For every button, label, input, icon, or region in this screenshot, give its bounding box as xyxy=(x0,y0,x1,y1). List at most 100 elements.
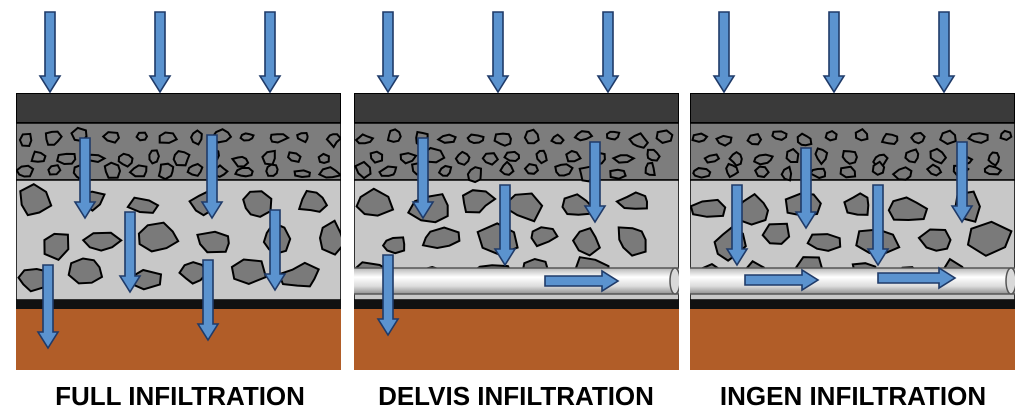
small-stone xyxy=(44,130,63,146)
surface-layer xyxy=(354,93,679,124)
small-stone xyxy=(399,152,418,165)
small-stone xyxy=(157,162,175,181)
small-stone xyxy=(499,160,515,176)
drain-pipe-end xyxy=(1005,267,1015,295)
large-stone xyxy=(501,192,544,223)
small-stone xyxy=(466,133,485,145)
caption-no-infiltration: INGEN INFILTRATION xyxy=(719,381,987,411)
rain-arrow xyxy=(596,11,620,94)
small-stone xyxy=(550,133,565,145)
small-stone xyxy=(983,164,1003,176)
small-stone xyxy=(158,131,179,144)
large-stone xyxy=(461,189,497,214)
small-stone xyxy=(967,132,989,144)
small-stone xyxy=(753,165,770,179)
small-stone xyxy=(117,152,134,168)
small-stone xyxy=(780,165,793,182)
small-stone xyxy=(378,165,398,177)
infiltration-arrow xyxy=(866,184,890,267)
rain-arrow xyxy=(258,11,282,94)
small-stone xyxy=(692,167,712,179)
small-stone xyxy=(239,132,255,142)
small-stone xyxy=(233,167,254,178)
infiltration-arrow xyxy=(583,141,607,224)
small-stone xyxy=(880,132,899,146)
large-stone xyxy=(887,196,929,222)
infiltration-arrow xyxy=(794,147,818,230)
small-stone xyxy=(796,132,813,147)
pipe-flow-arrow xyxy=(877,266,957,290)
rain-arrow xyxy=(486,11,510,94)
small-stone xyxy=(644,161,656,177)
section-2 xyxy=(690,93,1015,370)
soil-layer xyxy=(354,309,679,370)
small-stone xyxy=(565,149,582,163)
large-stone xyxy=(917,228,952,252)
large-stone xyxy=(571,226,602,257)
large-stone xyxy=(19,183,53,217)
large-stone xyxy=(966,220,1013,257)
large-stone xyxy=(690,198,727,218)
drain-pipe xyxy=(354,267,679,295)
large-stone xyxy=(615,191,649,210)
small-stone xyxy=(30,150,47,163)
large-stone xyxy=(355,187,395,217)
small-stone xyxy=(325,133,341,149)
small-stone xyxy=(481,152,500,166)
large-stone xyxy=(81,231,123,252)
soil-layer xyxy=(16,309,341,370)
small-stone xyxy=(135,131,149,142)
infiltration-arrow xyxy=(73,137,97,220)
small-stone xyxy=(891,166,913,181)
base-course xyxy=(354,122,679,181)
large-stone xyxy=(277,261,321,288)
caption-full-infiltration: FULL INFILTRATION xyxy=(55,381,305,411)
infiltration-arrow xyxy=(200,134,224,220)
small-stone xyxy=(554,163,574,177)
small-stone xyxy=(269,133,291,144)
small-stone xyxy=(47,164,62,176)
small-stone xyxy=(785,147,800,163)
small-stone xyxy=(999,129,1013,141)
pipe-flow-arrow xyxy=(544,269,620,293)
large-stone xyxy=(297,189,329,213)
large-stone xyxy=(230,258,268,285)
small-stone xyxy=(317,152,330,165)
small-stone xyxy=(18,132,33,148)
membrane-layer xyxy=(354,300,679,309)
small-stone xyxy=(466,166,483,184)
membrane-layer xyxy=(16,300,341,309)
small-stone xyxy=(437,164,453,177)
small-stone xyxy=(646,148,661,162)
small-stone xyxy=(354,133,375,145)
cross-sections-svg xyxy=(16,11,1015,370)
small-stone xyxy=(186,162,204,177)
small-stone xyxy=(101,131,121,144)
small-stone xyxy=(871,160,886,176)
small-stone xyxy=(503,150,521,163)
large-stone xyxy=(735,192,770,226)
small-stone xyxy=(655,129,674,144)
small-stone xyxy=(605,130,621,141)
infiltration-arrow xyxy=(950,141,974,224)
small-stone xyxy=(904,148,920,164)
small-stone xyxy=(925,163,943,177)
large-stone xyxy=(67,257,104,285)
section-0 xyxy=(16,93,341,370)
small-stone xyxy=(128,164,148,178)
large-stone xyxy=(196,230,230,254)
infiltration-arrow xyxy=(376,254,400,337)
small-stone xyxy=(189,129,203,146)
small-stone xyxy=(824,129,838,142)
infiltration-arrow xyxy=(196,259,220,342)
large-stone xyxy=(421,226,461,250)
small-stone xyxy=(725,162,740,179)
small-stone xyxy=(16,164,35,178)
small-stone xyxy=(230,155,250,168)
large-stone xyxy=(318,219,341,256)
rain-arrow xyxy=(148,11,172,94)
surface-layer xyxy=(690,93,1015,124)
infiltration-arrow xyxy=(118,211,142,294)
small-stone xyxy=(369,150,384,164)
